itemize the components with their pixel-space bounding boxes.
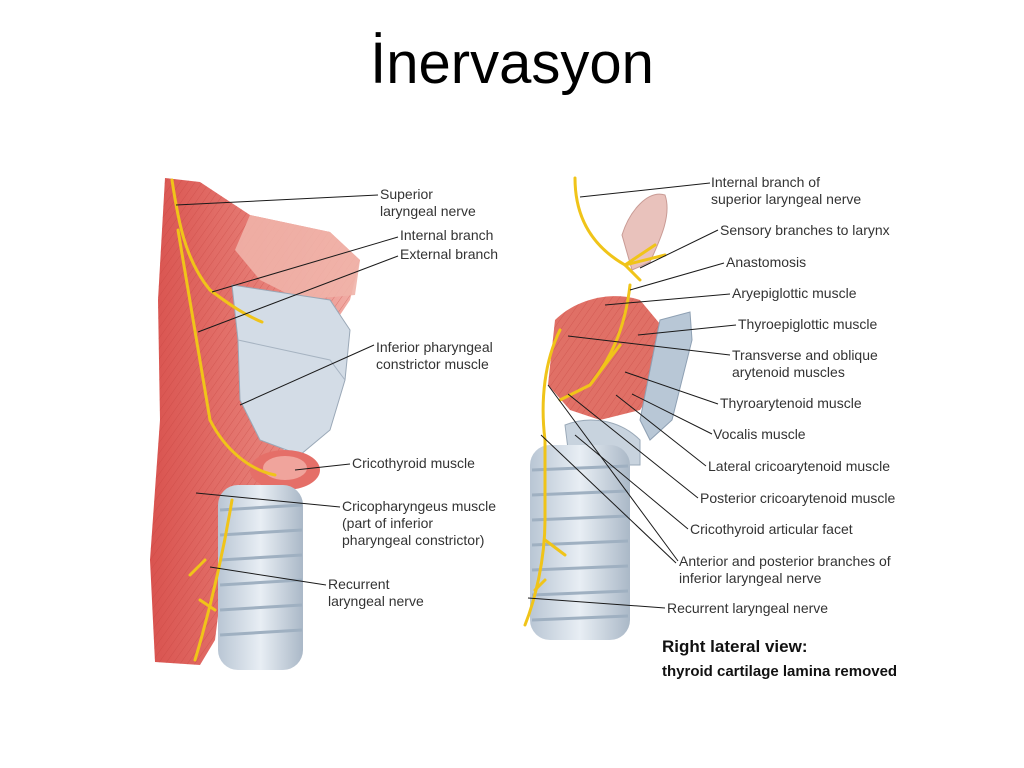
right-nerves xyxy=(523,176,667,627)
right-leader-lines xyxy=(527,182,737,609)
slide-title: İnervasyon xyxy=(370,31,654,96)
label-inferior-pharyngeal: Inferior pharyngeal xyxy=(376,339,493,355)
left-illustration: Superior laryngeal nerve Internal branch… xyxy=(150,178,498,670)
left-trachea xyxy=(218,485,303,670)
label-laryngeal-nerve: laryngeal nerve xyxy=(380,203,476,219)
left-leader-lines xyxy=(175,194,399,586)
caption-line-1: Right lateral view: xyxy=(662,637,807,656)
caption-line-2: thyroid cartilage lamina removed xyxy=(662,663,897,680)
label-transverse-oblique: Transverse and oblique xyxy=(732,347,878,363)
label-thyroarytenoid-muscle: Thyroarytenoid muscle xyxy=(720,395,862,411)
label-anterior-posterior-branches: Anterior and posterior branches of xyxy=(679,553,891,569)
label-cricothyroid-muscle: Cricothyroid muscle xyxy=(352,455,475,471)
label-recurrent: Recurrent xyxy=(328,576,390,592)
right-illustration: Internal branch of superior laryngeal ne… xyxy=(523,174,897,680)
label-lateral-cricoarytenoid: Lateral cricoarytenoid muscle xyxy=(708,458,890,474)
label-thyroepiglottic-muscle: Thyroepiglottic muscle xyxy=(738,316,877,332)
label-external-branch: External branch xyxy=(400,246,498,262)
label-cricothyroid-facet: Cricothyroid articular facet xyxy=(690,521,853,537)
label-anastomosis: Anastomosis xyxy=(726,254,806,270)
label-aryepiglottic-muscle: Aryepiglottic muscle xyxy=(732,285,857,301)
right-caption: Right lateral view: thyroid cartilage la… xyxy=(662,637,897,680)
label-constrictor-muscle: constrictor muscle xyxy=(376,356,489,372)
label-internal-branch-of: Internal branch of xyxy=(711,174,820,190)
label-inferior-laryngeal-nerve: inferior laryngeal nerve xyxy=(679,570,822,586)
label-pharyngeal-constrictor: pharyngeal constrictor) xyxy=(342,532,484,548)
label-posterior-cricoarytenoid: Posterior cricoarytenoid muscle xyxy=(700,490,896,506)
label-superior: Superior xyxy=(380,186,433,202)
left-labels: Superior laryngeal nerve Internal branch… xyxy=(328,186,498,609)
label-vocalis-muscle: Vocalis muscle xyxy=(713,426,806,442)
right-labels: Internal branch of superior laryngeal ne… xyxy=(667,174,896,616)
label-internal-branch: Internal branch xyxy=(400,227,493,243)
label-cricopharyngeus-muscle: Cricopharyngeus muscle xyxy=(342,498,496,514)
right-trachea xyxy=(530,445,630,640)
label-arytenoid-muscles: arytenoid muscles xyxy=(732,364,845,380)
left-nerves xyxy=(170,178,277,662)
label-recurrent-laryngeal-nerve-right: Recurrent laryngeal nerve xyxy=(667,600,828,616)
label-part-of-inferior: (part of inferior xyxy=(342,515,433,531)
label-recurrent-laryngeal-nerve: laryngeal nerve xyxy=(328,593,424,609)
label-superior-laryngeal-nerve: superior laryngeal nerve xyxy=(711,191,861,207)
label-sensory-branches: Sensory branches to larynx xyxy=(720,222,890,238)
